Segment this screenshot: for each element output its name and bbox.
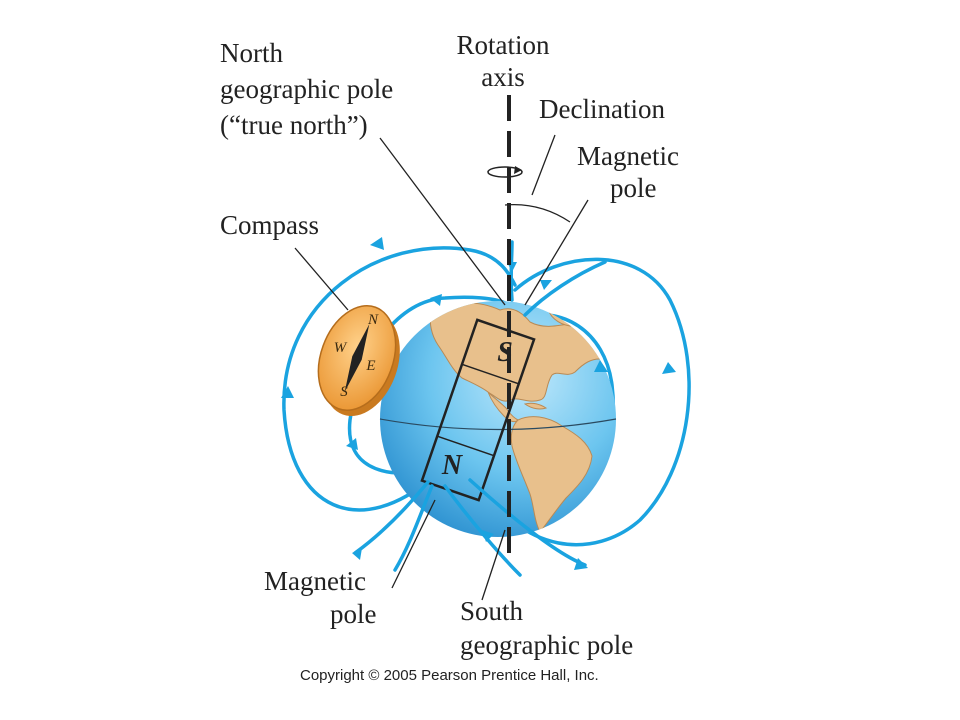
magnetic-pole-top-label: Magnetic pole bbox=[577, 141, 679, 203]
south-america-landmass bbox=[510, 416, 593, 533]
leader-south-geographic bbox=[481, 529, 506, 601]
caribbean-islands bbox=[523, 402, 548, 410]
arrow-lower-right bbox=[574, 558, 588, 570]
declination-label: Declination bbox=[539, 94, 665, 124]
north-geo-line-3: (“true north”) bbox=[220, 110, 368, 140]
rotation-arrow-icon bbox=[487, 166, 523, 178]
north-geo-line-2: geographic pole bbox=[220, 74, 393, 104]
magnetic-pole-bottom-label: Magnetic pole bbox=[264, 566, 377, 629]
field-arrows bbox=[281, 237, 676, 570]
compass-label: Compass bbox=[220, 210, 319, 240]
equator-line bbox=[379, 418, 617, 431]
field-line-outer-right bbox=[476, 257, 691, 547]
compass-s-label: S bbox=[340, 384, 348, 400]
arrow-left-loop bbox=[281, 386, 294, 398]
field-line-outer-left bbox=[282, 246, 517, 512]
rotation-line-2: axis bbox=[481, 62, 525, 92]
arrow-inner-left-top bbox=[430, 294, 442, 306]
mag-pole-bottom-line-1: Magnetic bbox=[264, 566, 366, 596]
leader-lines bbox=[294, 134, 589, 601]
compass-needle-icon bbox=[344, 324, 370, 392]
arrow-upper-left bbox=[370, 237, 384, 250]
leader-magnetic-pole-top bbox=[524, 199, 589, 306]
magnet-north-pole-label: N bbox=[441, 450, 464, 481]
field-line-top-right bbox=[523, 260, 607, 317]
north-geographic-pole-label: North geographic pole (“true north”) bbox=[220, 38, 393, 140]
leader-compass bbox=[294, 247, 349, 311]
leader-declination bbox=[531, 134, 556, 196]
compass-w-label: W bbox=[334, 340, 348, 356]
rotation-axis-label: Rotation axis bbox=[457, 30, 550, 92]
arrow-lower-left bbox=[352, 548, 362, 560]
mag-pole-top-line-1: Magnetic bbox=[577, 141, 679, 171]
compass-n-label: N bbox=[367, 312, 379, 328]
arrow-inner-left bbox=[346, 438, 358, 450]
field-line-lower-left-1 bbox=[353, 480, 430, 555]
arrow-lower-center bbox=[482, 530, 494, 542]
arrow-top-right bbox=[540, 280, 552, 290]
field-line-lower-right bbox=[468, 478, 587, 567]
mag-pole-bottom-line-2: pole bbox=[330, 599, 377, 629]
compass-e-label: E bbox=[365, 358, 375, 374]
copyright-notice: Copyright © 2005 Pearson Prentice Hall, … bbox=[300, 667, 599, 684]
arrow-right-outer bbox=[662, 362, 676, 374]
south-geographic-pole-label: South geographic pole bbox=[460, 596, 633, 660]
mag-pole-top-line-2: pole bbox=[610, 173, 657, 203]
leader-north-geographic bbox=[379, 137, 506, 306]
rotation-arrowhead-icon bbox=[514, 166, 522, 174]
magnet-divider-bottom bbox=[437, 435, 495, 457]
compass bbox=[317, 305, 400, 417]
rotation-line-1: Rotation bbox=[457, 30, 550, 60]
leader-magnetic-pole-bottom bbox=[391, 499, 436, 589]
north-geo-line-1: North bbox=[220, 38, 283, 68]
south-geo-line-1: South bbox=[460, 596, 524, 626]
magnet-divider-top bbox=[461, 363, 519, 385]
south-geo-line-2: geographic pole bbox=[460, 630, 633, 660]
arrow-right-inner bbox=[594, 360, 608, 372]
field-line-lower-left-2 bbox=[393, 484, 434, 572]
declination-arc bbox=[504, 203, 571, 223]
